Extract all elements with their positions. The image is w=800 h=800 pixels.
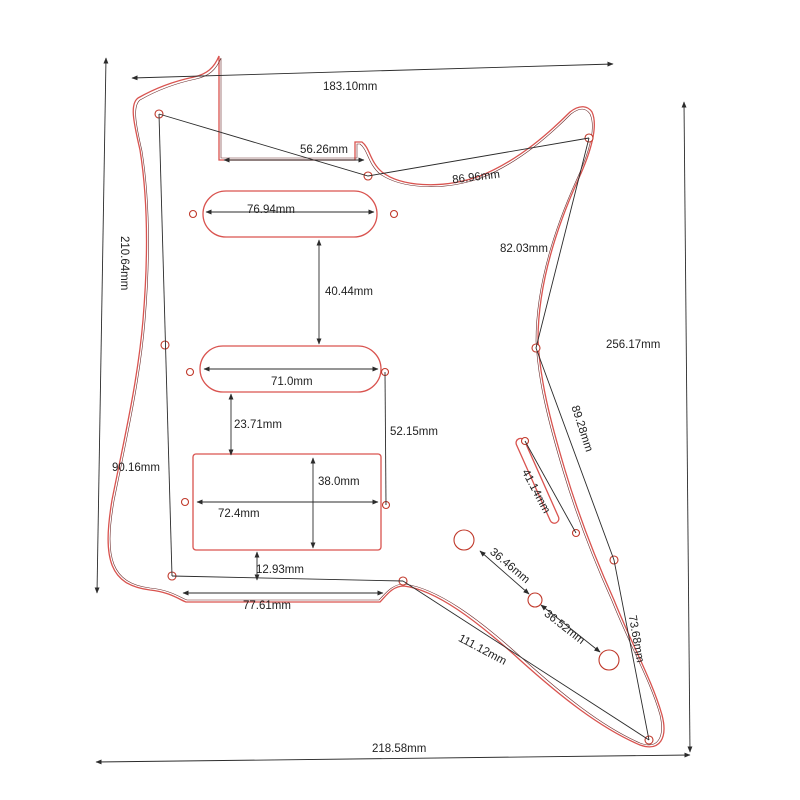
label-tail-diagonal: 111.12mm bbox=[456, 632, 508, 667]
pickup-cutouts bbox=[192, 190, 560, 551]
screw-hole bbox=[180, 497, 190, 507]
middle-pickup-cutout bbox=[199, 345, 382, 393]
label-mid-to-hum: 23.71mm bbox=[234, 419, 282, 431]
pickguard-outline bbox=[107, 55, 665, 748]
label-horn-span: 86.96mm bbox=[452, 169, 501, 187]
label-middle-pickup: 71.0mm bbox=[271, 376, 313, 388]
holes bbox=[154, 109, 654, 745]
switch-slot-cutout bbox=[515, 437, 560, 524]
label-bottom-gap: 12.93mm bbox=[256, 564, 304, 576]
label-hum-width: 72.4mm bbox=[218, 508, 260, 520]
label-hum-screws: 52.15mm bbox=[390, 426, 438, 438]
dimension-lines bbox=[94, 57, 693, 765]
label-height-right: 256.17mm bbox=[606, 339, 660, 351]
screw-hole bbox=[188, 209, 198, 219]
screw-hole bbox=[389, 209, 399, 219]
label-left-side: 90.16mm bbox=[112, 462, 160, 474]
label-hum-height: 38.0mm bbox=[318, 476, 360, 488]
label-neck-pocket: 56.26mm bbox=[300, 144, 348, 156]
neck-pickup-cutout bbox=[202, 190, 378, 238]
label-height-left: 210.64mm bbox=[118, 236, 130, 290]
humbucker-cutout bbox=[192, 453, 382, 551]
label-pickup-gap: 40.44mm bbox=[325, 286, 373, 298]
label-width-top: 183.10mm bbox=[323, 81, 377, 93]
label-control-spacing-1: 36.46mm bbox=[487, 546, 531, 586]
control-hole-volume bbox=[453, 529, 475, 551]
control-hole-tone-1 bbox=[527, 592, 543, 608]
label-upper-edge: 82.03mm bbox=[500, 243, 548, 255]
label-width-bottom: 218.58mm bbox=[372, 743, 426, 755]
screw-hole bbox=[185, 367, 195, 377]
control-hole-tone-2 bbox=[598, 649, 620, 671]
label-control-spacing-2: 36.52mm bbox=[542, 608, 587, 647]
label-neck-pickup: 76.94mm bbox=[247, 204, 295, 216]
label-bottom-edge: 77.61mm bbox=[243, 600, 291, 612]
